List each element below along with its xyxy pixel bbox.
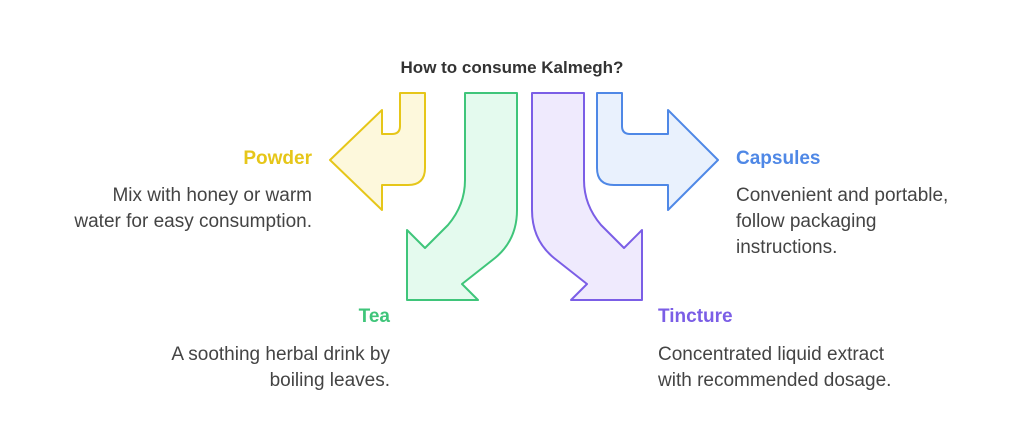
tea-label: Tea bbox=[358, 306, 390, 327]
powder-description: Mix with honey or warm water for easy co… bbox=[20, 183, 312, 235]
tincture-description: Concentrated liquid extract with recomme… bbox=[658, 342, 958, 394]
diagram-title: How to consume Kalmegh? bbox=[400, 58, 624, 77]
tincture-description-line: Concentrated liquid extract bbox=[658, 344, 885, 365]
tincture-description-line: with recommended dosage. bbox=[658, 370, 892, 391]
powder-label: Powder bbox=[243, 148, 312, 169]
tincture-arrow bbox=[531, 92, 643, 301]
tea-arrow bbox=[406, 92, 518, 301]
tea-description: A soothing herbal drink by boiling leave… bbox=[100, 342, 390, 394]
tea-description-line: boiling leaves. bbox=[269, 370, 390, 391]
powder-description-line: water for easy consumption. bbox=[74, 211, 312, 232]
tea-description-line: A soothing herbal drink by bbox=[171, 344, 390, 365]
capsules-description: Convenient and portable, follow packagin… bbox=[736, 183, 1006, 261]
powder-description-line: Mix with honey or warm bbox=[112, 185, 312, 206]
tincture-label: Tincture bbox=[658, 306, 733, 327]
powder-arrow bbox=[329, 92, 426, 211]
capsules-description-line: Convenient and portable, bbox=[736, 185, 949, 206]
capsules-description-line: follow packaging bbox=[736, 211, 877, 232]
capsules-arrow bbox=[596, 92, 719, 211]
capsules-label: Capsules bbox=[736, 148, 821, 169]
capsules-description-line: instructions. bbox=[736, 237, 838, 258]
